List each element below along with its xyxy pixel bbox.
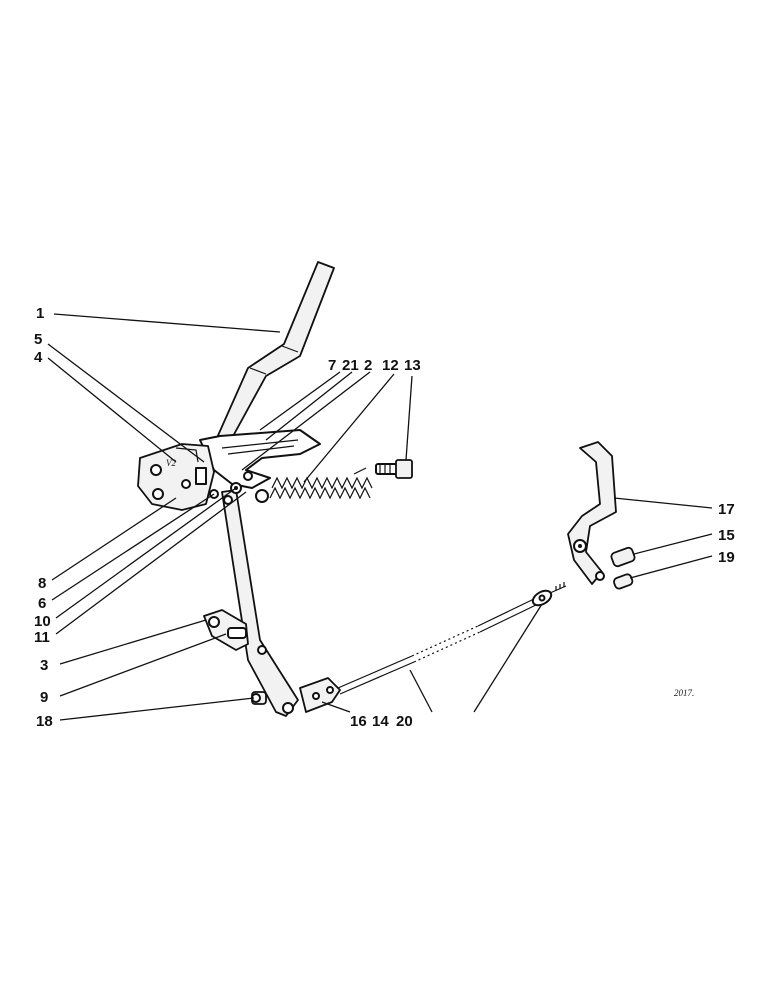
callout-3: 3 [40,657,48,674]
callout-12: 12 [382,357,399,374]
callout-20: 20 [396,713,413,730]
tension-spring [255,467,373,503]
rod-end [531,582,567,607]
callout-11: 11 [34,629,50,646]
bush [610,546,636,568]
anchor-bolt [375,459,413,479]
clevis-pin [251,691,267,705]
callout-19: 19 [718,549,735,566]
callout-17: 17 [718,501,735,518]
operating-rod [337,597,539,695]
callout-15: 15 [718,527,735,544]
callout-13: 13 [404,357,421,374]
rod-clevis [299,677,341,713]
leader-lines [47,313,713,721]
callout-2: 2 [364,357,372,374]
callout-5: 5 [34,331,42,348]
callout-21: 21 [342,357,359,374]
bellcrank-lever [567,441,617,585]
callout-16: 16 [350,713,367,730]
callout-10: 10 [34,613,51,630]
callout-9: 9 [40,689,48,706]
figure-reference-number: 2017. [674,688,694,698]
callout-7: 7 [328,357,336,374]
bellcrank-pin [613,573,634,590]
callout-labels: 1 5 4 7 21 2 12 13 8 6 10 11 3 9 18 16 1… [34,305,735,730]
callout-1: 1 [36,305,44,322]
callout-14: 14 [372,713,389,730]
mounting-bracket: V2 [137,443,215,511]
lower-lever-arm [221,489,299,717]
ratchet-quadrant [199,429,321,489]
svg-text:V2: V2 [166,458,176,468]
lower-bracket [203,609,249,651]
callout-4: 4 [34,349,43,366]
callout-6: 6 [38,595,46,612]
callout-8: 8 [38,575,46,592]
callout-18: 18 [36,713,53,730]
